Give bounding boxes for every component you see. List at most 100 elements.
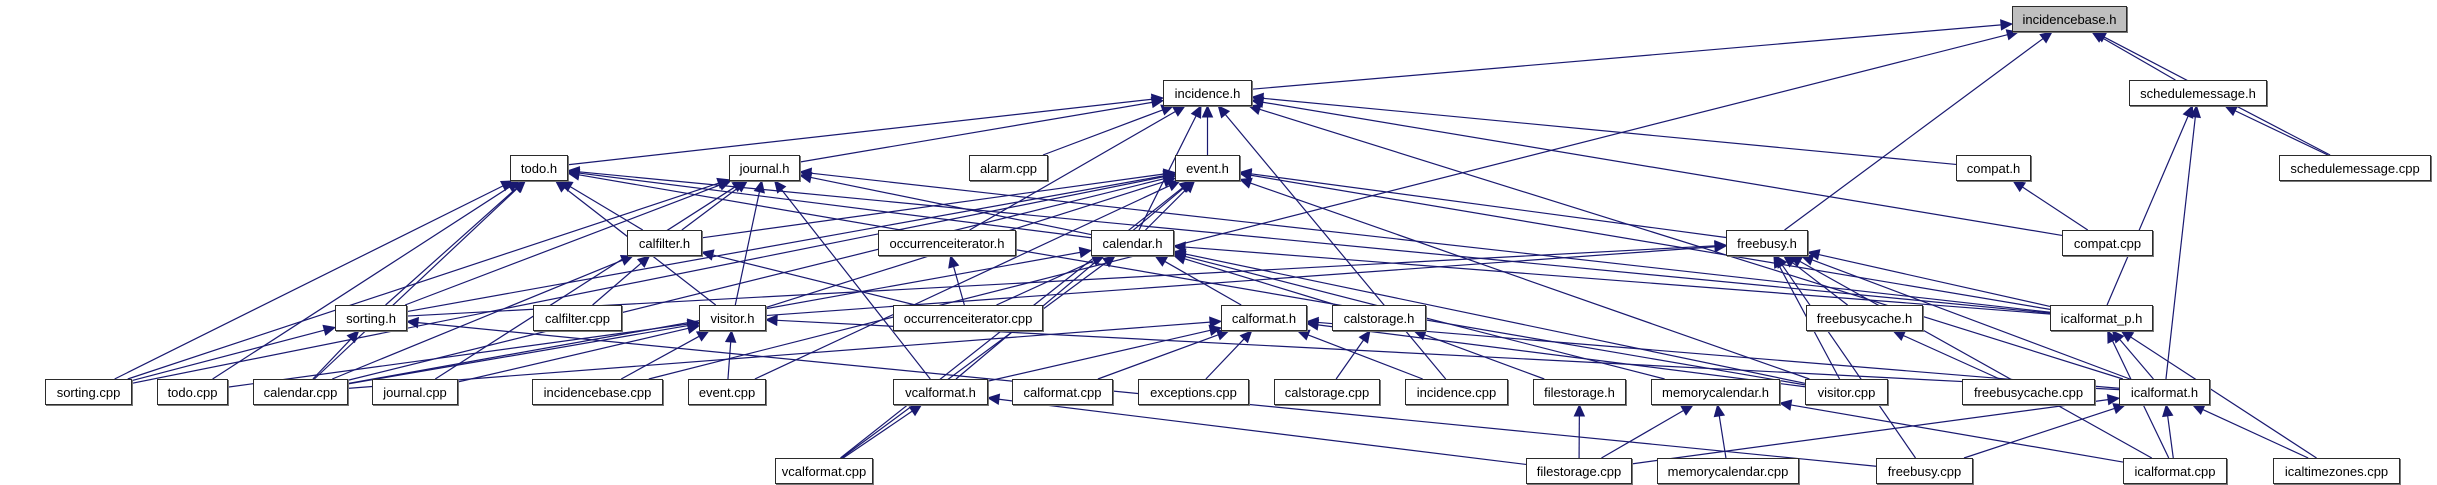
node-visitor-h[interactable]: visitor.h [699,305,766,331]
edge-calendar_h-to-journal_h [810,176,1092,236]
node-compat-h[interactable]: compat.h [1956,155,2031,181]
node-memorycalendar-h[interactable]: memorycalendar.h [1651,379,1780,405]
edge-incidencebase_cpp-to-incidencebase_h [648,34,2008,380]
edge-vcalformat_cpp-to-vcalformat_h [842,410,913,459]
edge-icalformat_cpp-to-freebusy_h [1799,260,2153,459]
edge-icalformat_p_h-to-event_h [1250,174,2051,310]
arrowhead-icon [1714,241,1728,253]
arrowhead-icon [700,249,715,261]
arrowhead-icon [554,180,569,193]
edge-occurrenceiterator_cpp-to-calendar_h [996,260,1095,306]
node-filestorage-cpp[interactable]: filestorage.cpp [1526,458,1632,484]
node-calfilter-h[interactable]: calfilter.h [627,230,702,256]
arrowhead-icon [2012,180,2027,193]
node-calstorage-cpp[interactable]: calstorage.cpp [1274,379,1380,405]
edge-calstorage_cpp-to-calstorage_h [1335,339,1365,380]
node-alarm-cpp[interactable]: alarm.cpp [969,155,1048,181]
node-journal-h[interactable]: journal.h [729,155,800,181]
edge-journal_cpp-to-visitor_h [457,327,689,383]
node-todo-cpp[interactable]: todo.cpp [157,379,228,405]
node-occurrenceiterator-h[interactable]: occurrenceiterator.h [878,230,1016,256]
node-schedulemessage-cpp[interactable]: schedulemessage.cpp [2279,155,2431,181]
node-calendar-cpp[interactable]: calendar.cpp [253,379,348,405]
edge-freebusy_h-to-event_h [1250,173,1727,239]
node-icalformat-p-h[interactable]: icalformat_p.h [2050,305,2153,331]
node-calfilter-cpp[interactable]: calfilter.cpp [533,305,622,331]
node-freebusycache-cpp[interactable]: freebusycache.cpp [1962,379,2095,405]
arrowhead-icon [2093,31,2108,43]
node-incidence-h[interactable]: incidence.h [1163,80,1252,106]
node-exceptions-cpp[interactable]: exceptions.cpp [1138,379,1249,405]
edge-memorycalendar_cpp-to-memorycalendar_h [1718,415,1727,459]
node-freebusycache-h[interactable]: freebusycache.h [1806,305,1923,331]
arrowhead-icon [1172,248,1187,260]
edge-icalformat_h-to-schedulemessage_h [2165,116,2196,380]
node-sorting-h[interactable]: sorting.h [335,305,407,331]
edge-icalformat_h-to-incidence_h [1259,108,2124,380]
edge-visitor_cpp-to-calformat_h [1317,324,1806,388]
edge-icalformat_h-to-icalformat_p_h [2119,338,2154,380]
node-calformat-cpp[interactable]: calformat.cpp [1012,379,1113,405]
edge-filestorage_cpp-to-vcalformat_h [998,398,1527,466]
arrowhead-icon [1178,180,1192,193]
edge-calfilter_h-to-event_h [701,173,1165,239]
node-icalformat-cpp[interactable]: icalformat.cpp [2123,458,2227,484]
arrowhead-icon [512,180,527,194]
edge-icaltimezones_cpp-to-icalformat_p_h [2130,336,2317,459]
node-journal-cpp[interactable]: journal.cpp [372,379,458,405]
edge-sorting_cpp-to-sorting_h [131,329,325,382]
edge-alarm_cpp-to-incidence_h [1042,109,1163,156]
node-filestorage-h[interactable]: filestorage.h [1533,379,1626,405]
edge-freebusycache_cpp-to-freebusycache_h [1903,334,2000,380]
node-vcalformat-h[interactable]: vcalformat.h [893,379,988,405]
node-calstorage-h[interactable]: calstorage.h [1332,305,1426,331]
edge-calformat_h-to-calendar_h [1164,260,1242,306]
node-vcalformat-cpp[interactable]: vcalformat.cpp [775,458,873,484]
arrowhead-icon [1238,177,1253,189]
edge-visitor_cpp-to-event_h [1250,182,1810,380]
edge-visitor_cpp-to-calendar_h [1184,253,1806,384]
edge-calendar_cpp-to-calfilter_h [332,259,623,380]
node-sorting-cpp[interactable]: sorting.cpp [45,379,132,405]
edge-calendar_h-to-event_h [1145,188,1188,231]
node-occurrenceiterator-cpp[interactable]: occurrenceiterator.cpp [893,305,1043,331]
edge-calstorage_h-to-calendar_h [1184,258,1337,306]
node-icalformat-h[interactable]: icalformat.h [2119,379,2210,405]
edge-sorting_h-to-journal_h [404,184,721,306]
arrowhead-icon [731,180,746,193]
node-incidencebase-cpp[interactable]: incidencebase.cpp [532,379,663,405]
arrowhead-icon [1162,173,1177,185]
node-freebusy-cpp[interactable]: freebusy.cpp [1876,458,1973,484]
edge-occurrenceiterator_cpp-to-calfilter_h [712,254,916,306]
edge-incidence_cpp-to-incidence_h [1224,114,1447,380]
arrowhead-icon [798,167,813,180]
node-freebusy-h[interactable]: freebusy.h [1726,230,1808,256]
edge-todo_cpp-to-todo_h [212,186,510,380]
node-event-cpp[interactable]: event.cpp [688,379,766,405]
edge-sorting_cpp-to-journal_h [127,182,719,380]
arrowhead-icon [773,180,787,194]
node-icaltimezones-cpp[interactable]: icaltimezones.cpp [2273,458,2400,484]
node-memorycalendar-cpp[interactable]: memorycalendar.cpp [1657,458,1799,484]
edge-sorting_h-to-todo_h [385,187,517,306]
node-event-h[interactable]: event.h [1175,155,1240,181]
node-incidence-cpp[interactable]: incidence.cpp [1405,379,1508,405]
node-calendar-h[interactable]: calendar.h [1091,230,1174,256]
node-visitor-cpp[interactable]: visitor.cpp [1805,379,1888,405]
edge-incidencebase_cpp-to-visitor_h [620,335,700,380]
edge-freebusycache_h-to-freebusy_h [1792,262,1848,306]
edge-icalformat_h-to-calformat_h [1317,321,2120,389]
arrowhead-icon [1778,399,1793,411]
arrowhead-icon [2112,403,2127,415]
edge-schedulemessage_h-to-incidencebase_h [2101,36,2176,81]
arrowhead-icon [1573,403,1586,417]
arrowhead-icon [686,322,701,335]
node-schedulemessage-h[interactable]: schedulemessage.h [2129,80,2267,106]
node-compat-cpp[interactable]: compat.cpp [2062,230,2153,256]
edge-calfilter_h-to-journal_h [681,187,739,231]
node-todo-h[interactable]: todo.h [510,155,568,181]
node-calformat-h[interactable]: calformat.h [1221,305,1307,331]
arrowhead-icon [1358,330,1371,344]
arrowhead-icon [1305,319,1320,331]
edge-icalformat_p_h-to-freebusy_h [1818,254,2051,308]
